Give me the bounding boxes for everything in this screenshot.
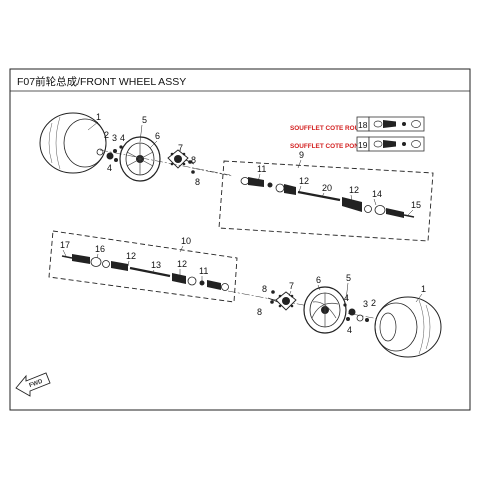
wheel-studs-left — [185, 159, 195, 174]
callout-3-left: 3 — [112, 133, 117, 143]
callout-5-left: 5 — [142, 115, 147, 125]
callout-1-left-tire: 1 — [96, 112, 101, 122]
callout-4b-left: 4 — [107, 163, 112, 173]
callout-11-right: 11 — [257, 164, 266, 174]
cv-joint-outer-right — [342, 197, 415, 218]
dashed-frame-left-shaft — [48, 230, 238, 303]
cv-joint-outer-left — [61, 254, 128, 271]
callout-7-right-hub: 7 — [289, 281, 294, 291]
legend-text-wheel-side-boot: SOUFFLET COTE ROUES — [290, 125, 368, 132]
callout-17: 17 — [60, 240, 70, 250]
leader-lines-left-shaft — [62, 249, 203, 281]
legend-number-19: 19 — [358, 140, 368, 150]
callout-4a-left: 4 — [120, 133, 125, 143]
callout-6-right-rim: 6 — [316, 275, 321, 285]
leader-lines-top-left — [87, 121, 158, 149]
callout-11-left: 11 — [199, 266, 208, 276]
half-shaft-left — [129, 266, 171, 278]
callout-8a-right: 8 — [262, 284, 267, 294]
half-shaft-right — [297, 190, 341, 202]
rim-front-left — [119, 136, 161, 182]
callout-12a-left: 12 — [126, 251, 136, 261]
callout-12b-right: 12 — [349, 185, 359, 195]
rim-front-right — [303, 286, 347, 334]
callout-9: 9 — [299, 150, 304, 160]
callout-2-left: 2 — [104, 130, 109, 140]
callout-15: 15 — [411, 200, 421, 210]
leader-lines-bottom-right — [288, 282, 423, 303]
cv-joint-inner-right — [240, 177, 296, 195]
callout-14: 14 — [372, 189, 382, 199]
legend-box-axle-side-boot: 19 — [356, 136, 425, 152]
callout-2-right: 2 — [371, 298, 376, 308]
wheel-studs-right — [267, 290, 279, 304]
tire-front-right — [374, 296, 442, 358]
leader-lines-right-shaft — [257, 173, 414, 216]
callout-6-left-rim: 6 — [155, 131, 160, 141]
callout-3-right: 3 — [363, 299, 368, 309]
callout-13: 13 — [151, 260, 161, 270]
sheet-frame — [9, 68, 471, 411]
callout-7-left-hub: 7 — [178, 143, 183, 153]
callout-12b-left: 12 — [177, 259, 187, 269]
callout-16: 16 — [95, 244, 105, 254]
axis-line-to-shaft — [191, 167, 233, 177]
callout-8b-left: 8 — [195, 177, 200, 187]
callout-5-right: 5 — [346, 273, 351, 283]
forward-direction-arrow: FWD — [15, 372, 51, 397]
callout-8a-left: 8 — [191, 155, 196, 165]
callout-20: 20 — [322, 183, 332, 193]
cv-joint-inner-left — [172, 273, 229, 291]
hub-front-right — [275, 291, 297, 311]
axis-line-left-wheel — [99, 149, 231, 176]
callout-8b-right: 8 — [257, 307, 262, 317]
legend-number-18: 18 — [358, 120, 368, 130]
legend-box-wheel-side-boot: 18 — [356, 116, 425, 132]
forward-arrow-label: FWD — [29, 379, 45, 390]
callout-12a-right: 12 — [299, 176, 309, 186]
tire-front-left — [39, 112, 107, 174]
diagram-title: F07前轮总成/FRONT WHEEL ASSY — [17, 75, 186, 88]
dashed-frame-right-shaft — [218, 160, 434, 242]
valve-and-nut-small-parts-right — [343, 303, 369, 322]
hub-front-left — [167, 149, 189, 169]
callout-4a-right: 4 — [344, 293, 349, 303]
callout-4b-right: 4 — [347, 325, 352, 335]
legend-text-axle-side-boot: SOUFFLET COTE PONT — [290, 143, 363, 150]
valve-and-nut-small-parts-left — [96, 145, 123, 162]
callout-10: 10 — [181, 236, 191, 246]
callout-1-right-tire: 1 — [421, 284, 426, 294]
